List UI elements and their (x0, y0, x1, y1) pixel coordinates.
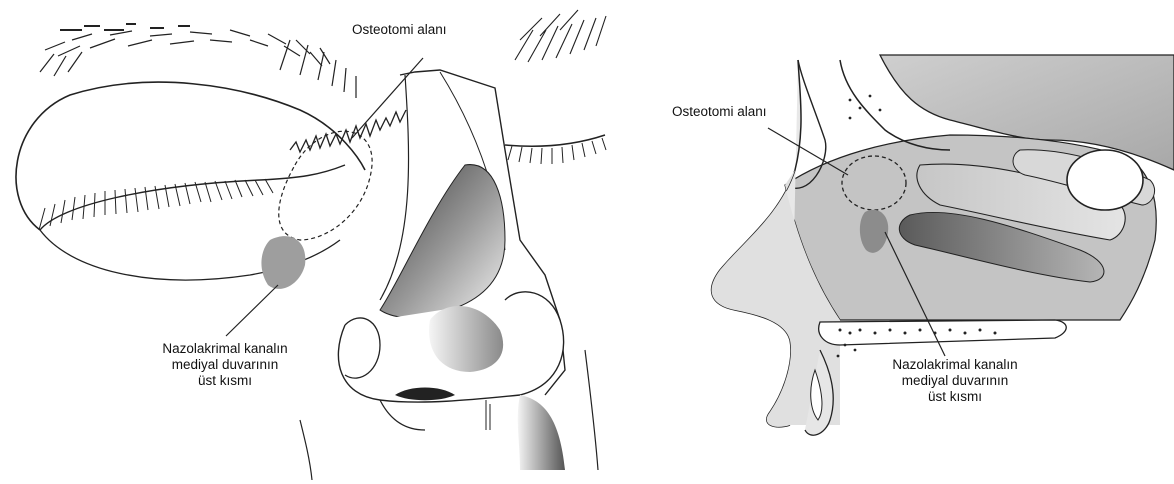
upper-eyelid (16, 82, 365, 230)
nasal-bone-outline (785, 60, 826, 188)
nasal-sidewall-shading (380, 165, 505, 318)
right-canal-label-line-1: Nazolakrimal kanalın (870, 357, 1040, 373)
left-canal-label-line-1: Nazolakrimal kanalın (140, 341, 310, 357)
osteotomy-area-dashed (279, 131, 372, 240)
canal-pointer-line (226, 285, 278, 336)
eyebrow (40, 24, 356, 98)
hard-palate (819, 320, 1067, 345)
left-anatomical-illustration: Osteotomi alanı Nazolakrimal kanalın med… (0, 0, 610, 484)
right-canal-label-line-2: mediyal duvarının (870, 373, 1040, 389)
right-sagittal-illustration: Osteotomi alanı Nazolakrimal kanalın med… (690, 0, 1174, 484)
nasolacrimal-canal-area (261, 236, 305, 289)
cheek-shadow (518, 395, 565, 470)
sphenoid-sinus-oval (1067, 150, 1143, 210)
right-canal-label-line-3: üst kısmı (870, 389, 1040, 405)
osteotomy-pointer-line (768, 128, 848, 175)
eyelashes (39, 179, 273, 230)
philtrum-mark (486, 400, 490, 430)
face-contour (300, 420, 312, 480)
right-osteotomy-label: Osteotomi alanı (672, 104, 767, 120)
other-eye-lid (505, 135, 605, 146)
eye-nose-drawing (0, 0, 610, 484)
left-canal-label-line-2: mediyal duvarının (140, 357, 310, 373)
other-eyebrow (515, 10, 606, 62)
osteotomy-pointer-line (352, 58, 423, 138)
left-osteotomy-label: Osteotomi alanı (352, 22, 447, 38)
columella (380, 400, 425, 430)
right-canal-label: Nazolakrimal kanalın mediyal duvarının ü… (870, 357, 1040, 405)
left-canal-label: Nazolakrimal kanalın mediyal duvarının ü… (140, 341, 310, 389)
nasal-cavity-sagittal-drawing (690, 0, 1174, 484)
cheek-line (585, 350, 598, 470)
left-canal-label-line-3: üst kısmı (140, 373, 310, 389)
lid-crease (40, 165, 345, 230)
other-eye-lashes (508, 138, 606, 164)
